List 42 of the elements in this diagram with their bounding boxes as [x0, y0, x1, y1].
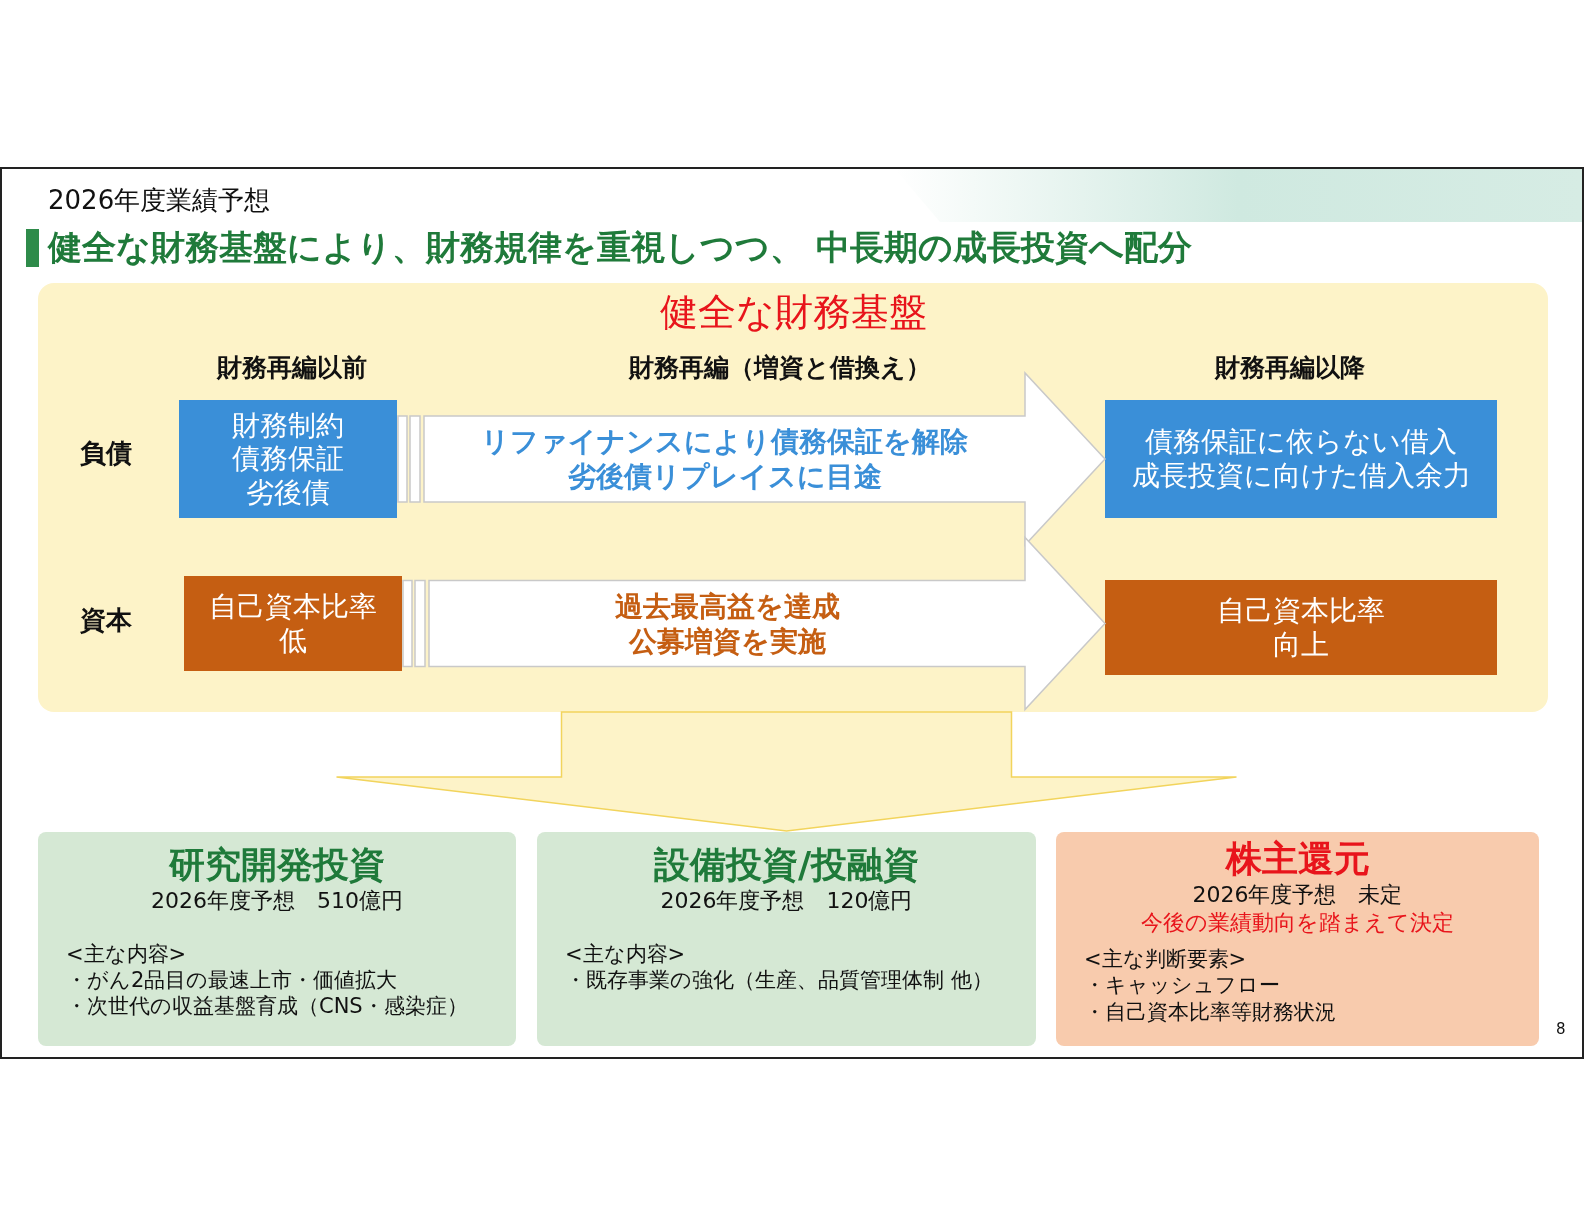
list-heading: <主な判断要素> — [1084, 946, 1247, 973]
info-card — [537, 832, 1036, 1046]
bullet-item: ・次世代の収益基盤育成（CNS・感染症） — [66, 993, 468, 1020]
slide-title: 健全な財務基盤により、財務規律を重視しつつ、 中長期の成長投資へ配分 — [48, 226, 1192, 269]
box-text: 債務保証 — [232, 442, 344, 476]
forecast-text: 2026年度予想 120億円 — [660, 887, 913, 915]
row-label: 資本 — [80, 604, 132, 637]
list-heading: <主な内容> — [66, 940, 187, 967]
subtitle-text: 2026年度業績予想 — [48, 184, 271, 217]
list-heading: <主な内容> — [565, 940, 686, 967]
info-card — [1056, 832, 1539, 1046]
bullet-item: ・自己資本比率等財務状況 — [1084, 998, 1336, 1025]
box-text: 自己資本比率低 — [208, 589, 378, 658]
process-box — [1105, 400, 1497, 518]
note-text: 今後の業績動向を踏まえて決定 — [1141, 908, 1454, 936]
process-box — [184, 576, 402, 671]
edge-label: リファイナンスにより債務保証を解除劣後債リプレイスに目途 — [480, 424, 969, 494]
box-text: 劣後債 — [246, 475, 330, 510]
bullet-item: ・がん2品目の最速上市・価値拡大 — [66, 966, 398, 993]
block-arrow — [335, 711, 1238, 832]
row-label: 負債 — [80, 437, 132, 470]
bullet-item: ・キャッシュフロー — [1084, 972, 1280, 999]
bullet-item: ・既存事業の強化（生産、品質管理体制 他） — [565, 966, 993, 993]
box-text: 自己資本比率向上 — [1216, 593, 1386, 662]
column-header: 財務再編以降 — [1215, 352, 1365, 384]
card-heading: 株主還元 — [1225, 837, 1370, 881]
process-box — [179, 400, 397, 518]
page-number: 8 — [1556, 1020, 1566, 1039]
forecast-text: 2026年度予想 510億円 — [151, 887, 403, 915]
column-header: 財務再編以前 — [217, 352, 367, 384]
card-heading: 研究開発投資 — [169, 843, 385, 887]
box-text: 債務保証に依らない借入 — [1145, 425, 1457, 459]
forecast-text: 2026年度予想 未定 — [1192, 881, 1403, 909]
panel-heading: 健全な財務基盤 — [659, 289, 927, 336]
process-box — [1105, 580, 1497, 675]
info-card — [38, 832, 516, 1046]
box-text: 財務制約 — [232, 408, 344, 443]
card-heading: 設備投資/投融資 — [653, 843, 920, 887]
box-text: 成長投資に向けた借入余力 — [1131, 459, 1471, 493]
column-header: 財務再編（増資と借換え） — [629, 352, 931, 384]
block-arrow — [402, 535, 1107, 712]
edge-label: 過去最高益を達成公募増資を実施 — [613, 588, 841, 659]
